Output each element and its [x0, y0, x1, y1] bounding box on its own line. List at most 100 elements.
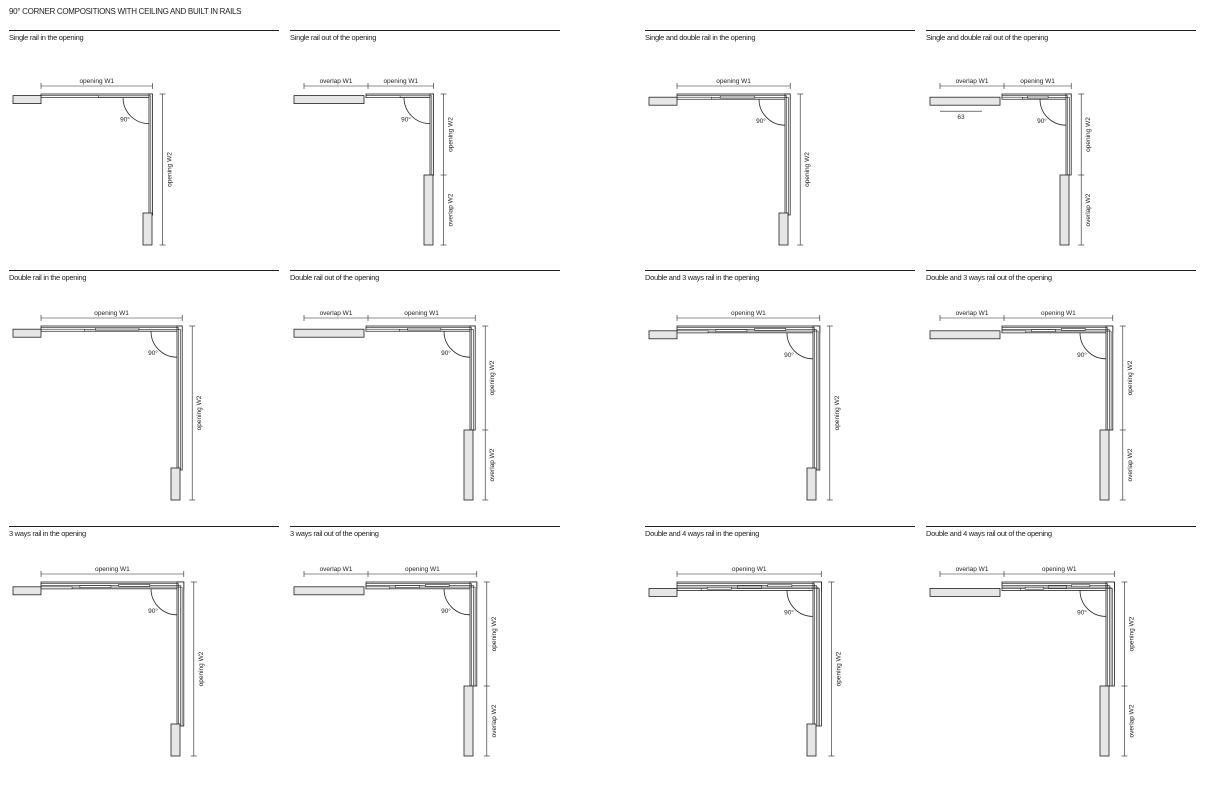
door-leaf [40, 328, 85, 332]
opening-w2-label: opening W2 [489, 360, 496, 395]
dimension-right: opening W2 [190, 581, 205, 757]
overlap-w2-label: overlap W2 [1128, 704, 1135, 737]
opening-w1-label: opening W1 [732, 566, 767, 573]
wall-block-bottom [170, 723, 181, 757]
door-leaf [1071, 584, 1091, 588]
opening-w1-label: opening W1 [1041, 310, 1076, 317]
dimension-top: overlap W1 opening W1 [939, 310, 1114, 321]
page-title: 90° CORNER COMPOSITIONS WITH CEILING AND… [9, 7, 242, 16]
angle-arc [403, 97, 431, 124]
door-leaf [719, 95, 756, 99]
door-leaf [767, 584, 793, 588]
panel-divider [9, 526, 279, 527]
angle-arc [1079, 332, 1107, 360]
dimension-right: opening W2 [189, 325, 203, 501]
opening-w2-label: opening W2 [1085, 117, 1092, 152]
door-leaf [706, 586, 732, 590]
panel-title: Single rail out of the opening [290, 33, 377, 42]
dimension-top: opening W1 [40, 566, 185, 577]
overlap-w1-label: overlap W1 [320, 78, 353, 85]
door-leaf [118, 584, 151, 587]
door-leaf [1001, 96, 1023, 100]
dimension-top: overlap W1 opening W1 [303, 78, 434, 89]
opening-w2-label: opening W2 [196, 395, 203, 430]
opening-w2-label: opening W2 [804, 152, 811, 187]
wall-block-left [12, 95, 42, 104]
door-leaf [1001, 330, 1027, 334]
angle-arc [150, 588, 178, 616]
panel-divider [645, 270, 915, 271]
opening-w2-label: opening W2 [835, 651, 842, 686]
panel-divider [645, 526, 915, 527]
opening-w1-label: opening W1 [731, 310, 766, 317]
opening-w1-label: opening W1 [94, 310, 129, 317]
panel-title: Double and 4 ways rail in the opening [645, 529, 759, 538]
wall-block-left [929, 330, 1001, 340]
rail-group [365, 581, 478, 687]
panel-title: Double rail in the opening [9, 273, 87, 282]
wall-block-bottom [806, 467, 817, 501]
rail-group [676, 581, 822, 727]
panel-title: Double and 4 ways rail out of the openin… [926, 529, 1052, 538]
door-leaf [395, 585, 420, 588]
door-leaf [365, 95, 401, 98]
angle-label: 90° [756, 117, 766, 125]
dimension-top: opening W1 [676, 566, 822, 577]
door-leaf [1031, 329, 1056, 332]
overlap-w1-label: overlap W1 [956, 310, 989, 317]
wall-block-left [293, 328, 365, 338]
panel-title: Single rail in the opening [9, 33, 84, 42]
door-leaf [425, 584, 450, 587]
angle-label: 90° [784, 608, 794, 616]
wall-block-bottom [1099, 429, 1110, 501]
dimension-right: opening W2 [828, 581, 842, 757]
angle-arc [786, 332, 814, 360]
rail-group [1001, 325, 1114, 431]
overlap-w1-label: overlap W1 [956, 78, 989, 85]
panel-divider [926, 526, 1196, 527]
opening-w2-label: opening W2 [1127, 360, 1134, 395]
dimension-top: opening W1 [676, 78, 791, 89]
wall-block-left [12, 328, 42, 338]
rail-vertical [1065, 93, 1072, 176]
door-leaf [754, 328, 787, 331]
angle-arc [786, 590, 814, 617]
opening-w2-label: opening W2 [491, 616, 498, 651]
wall-block-bottom [1059, 174, 1070, 246]
opening-w1-label: opening W1 [405, 566, 440, 573]
opening-w1-label: opening W1 [95, 566, 130, 573]
rail-vertical [1105, 581, 1115, 687]
wall-block-left [648, 96, 678, 106]
angle-label: 90° [120, 116, 130, 124]
opening-w1-label: opening W1 [1020, 78, 1055, 85]
rail-vertical [812, 581, 822, 727]
door-leaf [365, 328, 400, 332]
angle-arc [443, 331, 471, 358]
panel-title: 3 ways rail in the opening [9, 529, 86, 538]
panel-divider [926, 270, 1196, 271]
panel-divider [9, 30, 279, 31]
rail-group [40, 581, 185, 727]
panel-divider [290, 526, 560, 527]
angle-arc [443, 588, 471, 616]
door-leaf [676, 330, 709, 334]
wall-block-left [929, 96, 1001, 106]
dimension-63-label: 63 [957, 114, 965, 121]
wall-block-left [293, 586, 365, 596]
dimension-top: opening W1 [40, 310, 183, 321]
opening-w1-label: opening W1 [383, 78, 418, 85]
door-leaf [676, 96, 712, 100]
